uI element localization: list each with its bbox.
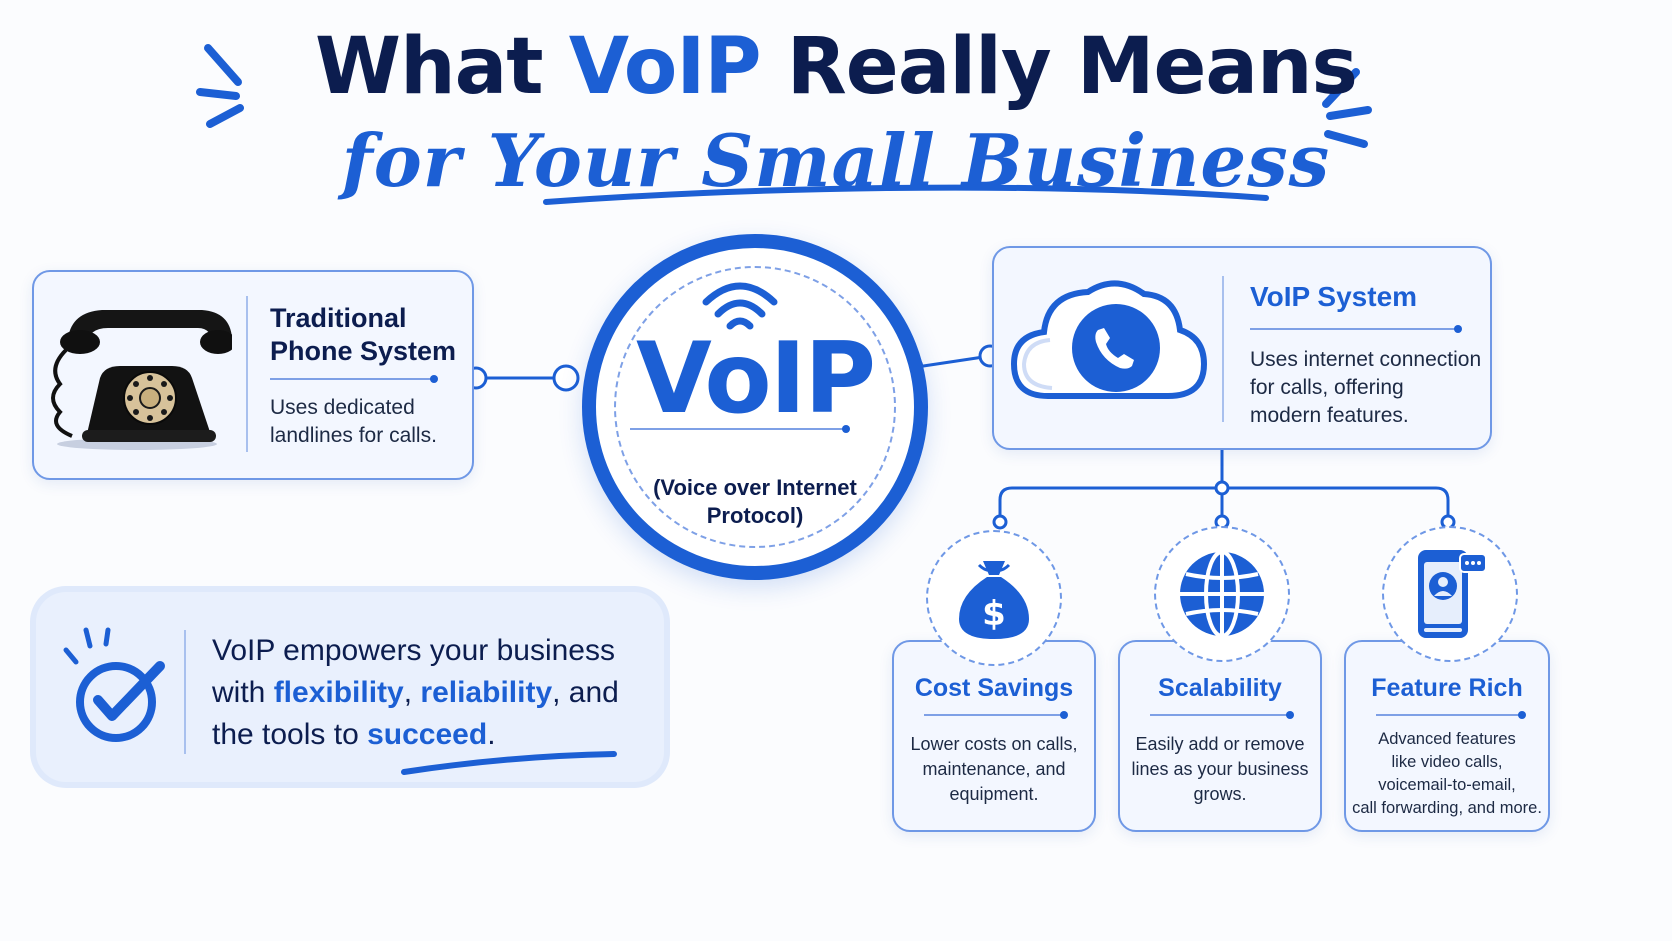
banner-line2-suffix: , and (552, 676, 619, 709)
benefit-rule (1376, 711, 1526, 719)
benefit-body: Advanced features like video calls, voic… (1350, 728, 1544, 820)
benefit-body-line: Lower costs on calls, (910, 734, 1078, 754)
benefit-body-line: voicemail-to-email, (1378, 776, 1516, 794)
banner-brush-stroke (401, 751, 617, 775)
voip-system-rule (1250, 325, 1462, 333)
voip-system-body-line2: for calls, offering (1250, 376, 1404, 399)
highlight-reliability: reliability (420, 676, 553, 709)
benefit-body-line: call forwarding, and more. (1352, 799, 1542, 817)
benefit-icon-circle (1154, 526, 1290, 662)
benefit-body-line: equipment. (949, 784, 1039, 804)
smartphone-video-icon (1418, 550, 1487, 638)
voip-center-subtitle: (Voice over Internet Protocol) (582, 474, 928, 530)
traditional-divider (246, 296, 248, 452)
banner-text: VoIP empowers your business with flexibi… (212, 630, 642, 756)
banner-line3: the tools to succeed. (212, 714, 642, 756)
voip-sub-line2: Protocol) (706, 503, 804, 528)
banner-line3-suffix: . (487, 718, 496, 751)
title-prefix: What (315, 22, 569, 112)
benefit-icon-circle (1382, 526, 1518, 662)
voip-center-word: VoIP (635, 322, 876, 436)
money-bag-icon: $ (959, 561, 1029, 639)
traditional-body: Uses dedicated landlines for calls. (270, 394, 470, 450)
benefit-body-line: like video calls, (1391, 753, 1503, 771)
highlight-succeed: succeed (367, 718, 488, 751)
highlight-flexibility: flexibility (273, 676, 404, 709)
sparkle-left-icon (196, 44, 244, 128)
banner-line1: VoIP empowers your business (212, 634, 615, 667)
banner-line2-mid: , (403, 676, 421, 709)
benefit-body-line: grows. (1193, 784, 1247, 804)
traditional-title: Traditional Phone System (270, 302, 470, 368)
benefit-body-line: Advanced features (1378, 730, 1516, 748)
title-underline (543, 184, 1269, 205)
banner-line3-prefix: the tools to (212, 718, 368, 751)
banner-divider (184, 630, 186, 754)
title-suffix: Really Means (760, 22, 1358, 112)
benefit-body: Easily add or remove lines as your busin… (1130, 732, 1310, 807)
voip-system-body-line1: Uses internet connection (1250, 348, 1482, 371)
benefit-card-feature-rich: Feature Rich Advanced features like vide… (1344, 640, 1550, 832)
globe-icon (1180, 550, 1264, 638)
traditional-body-line2: landlines for calls. (270, 424, 437, 447)
benefit-title: Feature Rich (1371, 674, 1523, 702)
traditional-title-line2: Phone System (270, 336, 457, 366)
benefit-title: Scalability (1158, 674, 1282, 702)
benefit-rule (924, 711, 1068, 719)
benefit-title: Cost Savings (914, 674, 1074, 702)
wifi-icon (702, 282, 778, 330)
traditional-rule (270, 375, 438, 383)
voip-system-divider (1222, 276, 1224, 422)
voip-inner-dashed-ring (614, 266, 896, 548)
voip-system-title: VoIP System (1250, 281, 1418, 312)
traditional-body-line1: Uses dedicated (270, 396, 415, 419)
voip-system-body: Uses internet connection for calls, offe… (1250, 346, 1490, 430)
sparkle-right-icon (1322, 68, 1372, 148)
voip-center-rule (630, 425, 850, 433)
voip-system-body-line3: modern features. (1250, 404, 1409, 427)
page-title: What VoIP Really Means (0, 22, 1672, 112)
benefit-body: Lower costs on calls, maintenance, and e… (904, 732, 1084, 807)
title-accent: VoIP (568, 22, 762, 112)
rotary-phone-icon (51, 310, 232, 450)
banner-line2: with flexibility, reliability, and (212, 672, 642, 714)
traditional-title-line1: Traditional (270, 303, 407, 333)
benefit-card-scalability: Scalability Easily add or remove lines a… (1118, 640, 1322, 832)
benefit-icon-circle: $ (926, 530, 1062, 666)
voip-sub-line1: (Voice over Internet (653, 475, 857, 500)
checkmark-circle-icon (63, 627, 165, 742)
benefit-body-line: lines as your business (1131, 759, 1309, 779)
svg-text:$: $ (982, 594, 1006, 634)
benefit-card-cost-savings: Cost Savings Lower costs on calls, maint… (892, 640, 1096, 832)
banner-line2-prefix: with (212, 676, 274, 709)
benefit-body-line: maintenance, and (922, 759, 1066, 779)
benefit-rule (1150, 711, 1294, 719)
benefit-body-line: Easily add or remove (1135, 734, 1305, 754)
cloud-phone-icon (1010, 280, 1208, 399)
